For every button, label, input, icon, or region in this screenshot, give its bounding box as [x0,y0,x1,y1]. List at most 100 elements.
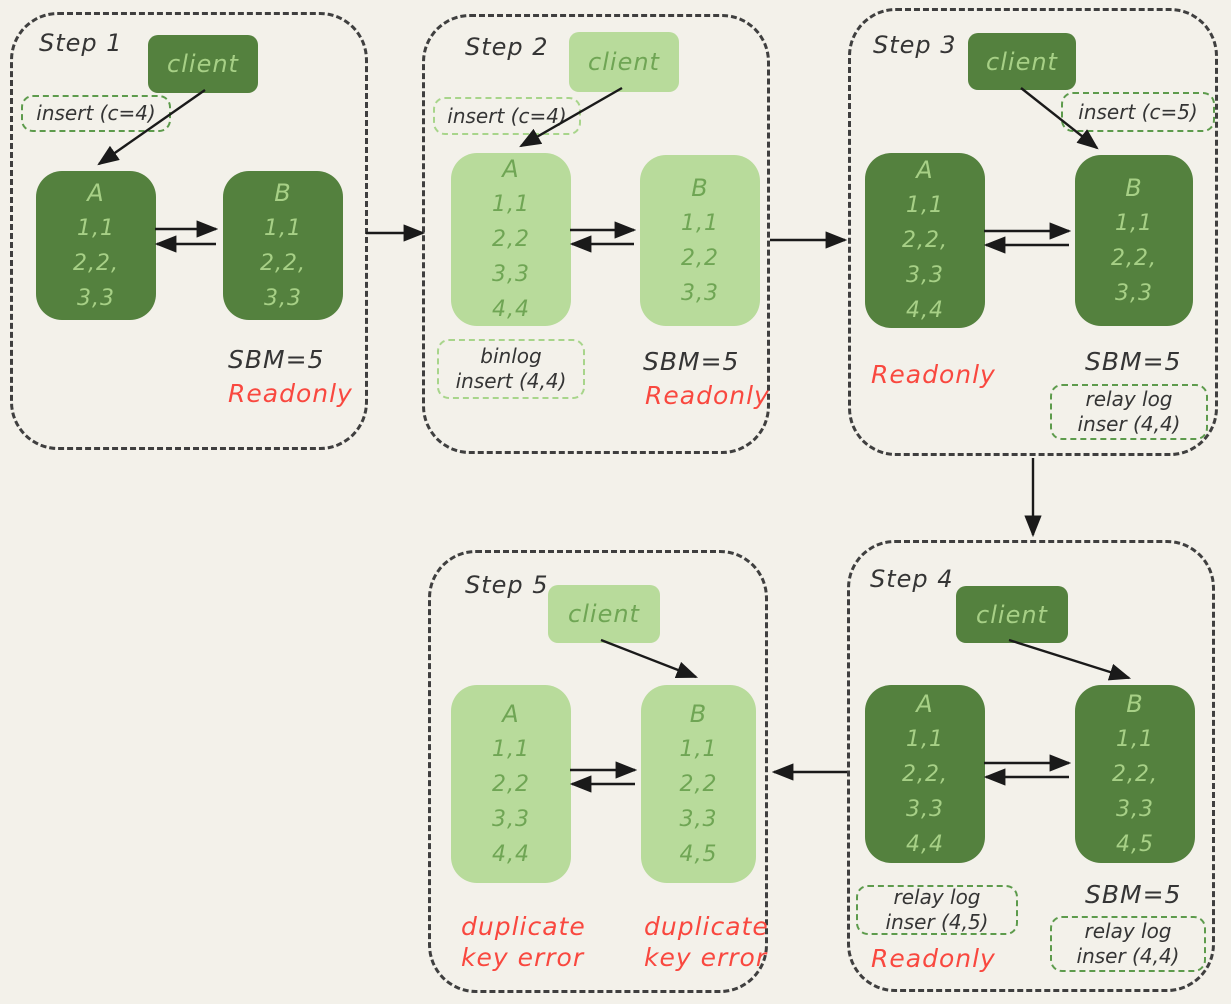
readonly-label: Readonly [228,379,353,408]
step-1-label: Step 1 [39,29,123,57]
node-a-row: 2,2, [902,761,948,787]
node-b-title: B [691,173,709,202]
insert-note-text: insert (c=4) [447,103,567,128]
relay-log-note-line: relay log [1085,387,1173,411]
node-a-row: 3,3 [906,263,944,288]
node-a-row: 4,4 [492,841,530,867]
node-b-title: B [689,699,708,728]
client-label: client [986,47,1058,76]
node-b-row: 3,3 [1115,280,1153,306]
duplicate-key-error-a: duplicate key error [461,911,586,973]
node-b-row: 3,3 [264,285,302,311]
step-3-panel: Step 3 client insert (c=5) A 1,1 2,2, 3,… [848,8,1218,456]
node-a-row: 1,1 [906,193,944,218]
node-b: B 1,1 2,2 3,3 [640,155,760,326]
binlog-note-line: binlog [480,344,542,368]
node-b-row: 4,5 [1116,831,1154,857]
node-a-row: 3,3 [77,285,115,311]
step-1-panel: Step 1 client insert (c=4) A 1,1 2,2, 3,… [10,12,368,450]
duplicate-key-error-b: duplicate key error [644,911,769,973]
node-b-row: 4,5 [679,841,718,867]
node-a-row: 1,1 [492,192,530,217]
node-a-row: 4,4 [492,297,530,322]
node-a-title: A [87,178,105,207]
client-label: client [976,600,1048,629]
node-b: B 1,1 2,2, 3,3 4,5 [1075,685,1195,863]
step-4-label: Step 4 [870,565,954,593]
node-a-row: 1,1 [906,726,944,752]
client-label: client [167,50,239,78]
node-a: A 1,1 2,2 3,3 4,4 [451,685,571,883]
node-b-title: B [1125,173,1143,202]
node-a-row: 1,1 [77,215,115,241]
relay-log-note-a: relay log inser (4,5) [856,885,1018,935]
sbm-label: SBM=5 [643,347,740,376]
client-box: client [569,32,679,92]
node-a-title: A [502,699,520,728]
client-box: client [956,586,1068,643]
insert-note-text: insert (c=5) [1078,99,1198,124]
node-b-row: 3,3 [679,806,718,832]
step-2-label: Step 2 [465,33,549,61]
node-b-row: 1,1 [1116,726,1154,752]
node-b-row: 1,1 [679,736,718,762]
node-a-row: 4,4 [906,298,944,323]
sbm-label: SBM=5 [228,345,325,374]
node-b-row: 2,2, [1112,761,1158,787]
readonly-label: Readonly [645,381,770,410]
readonly-label: Readonly [871,360,996,389]
node-a: A 1,1 2,2, 3,3 4,4 [865,153,985,328]
node-b-row: 2,2 [679,771,718,797]
node-b: B 1,1 2,2, 3,3 [223,171,343,320]
relay-log-note-b: relay log inser (4,4) [1050,916,1206,972]
binlog-note-line: insert (4,4) [455,369,567,393]
node-b-row: 2,2, [260,250,306,276]
relay-log-note: relay log inser (4,4) [1050,384,1208,440]
node-a-row: 2,2, [902,228,948,253]
node-a-row: 3,3 [906,796,944,822]
insert-note: insert (c=4) [21,95,171,132]
step-3-label: Step 3 [873,31,957,59]
node-b: B 1,1 2,2 3,3 4,5 [641,685,756,883]
relay-log-note-line: inser (4,4) [1076,944,1180,968]
node-b-row: 1,1 [1115,210,1153,236]
step-5-label: Step 5 [465,571,549,599]
client-label: client [588,48,660,76]
node-a-title: A [916,689,934,718]
node-b-row: 3,3 [1116,796,1154,822]
node-a-row: 3,3 [492,806,530,832]
error-line: duplicate [461,912,586,941]
node-b-title: B [274,178,292,207]
node-b-row: 1,1 [681,210,719,236]
relay-log-note-line: relay log [893,885,981,909]
node-a-row: 1,1 [492,736,530,762]
node-a-row: 2,2 [492,771,530,797]
node-b: B 1,1 2,2, 3,3 [1075,155,1193,326]
node-a-title: A [502,155,520,183]
node-b-row: 2,2, [1111,245,1157,271]
node-b-row: 3,3 [681,280,719,306]
insert-note-text: insert (c=4) [36,101,156,125]
sbm-label: SBM=5 [1085,347,1182,376]
sbm-label: SBM=5 [1085,880,1182,909]
client-box: client [548,585,660,643]
step-5-panel: Step 5 client A 1,1 2,2 3,3 4,4 B 1,1 2,… [428,550,768,993]
node-b-row: 1,1 [264,215,302,241]
node-b-row: 2,2 [681,245,719,271]
node-a-row: 2,2 [492,227,530,252]
error-line: key error [461,943,585,972]
client-label: client [568,600,640,628]
step-2-panel: Step 2 client insert (c=4) A 1,1 2,2 3,3… [422,14,770,454]
node-a: A 1,1 2,2, 3,3 [36,171,156,320]
insert-note: insert (c=5) [1061,92,1215,132]
client-box: client [968,33,1076,90]
relay-log-note-line: relay log [1084,919,1172,943]
error-line: key error [644,943,768,972]
node-a-title: A [916,156,934,184]
node-a-row: 2,2, [73,250,119,276]
step-4-panel: Step 4 client A 1,1 2,2, 3,3 4,4 B 1,1 2… [847,540,1215,992]
node-a-row: 3,3 [492,262,530,287]
binlog-note: binlog insert (4,4) [437,339,585,399]
node-a: A 1,1 2,2, 3,3 4,4 [865,685,985,863]
